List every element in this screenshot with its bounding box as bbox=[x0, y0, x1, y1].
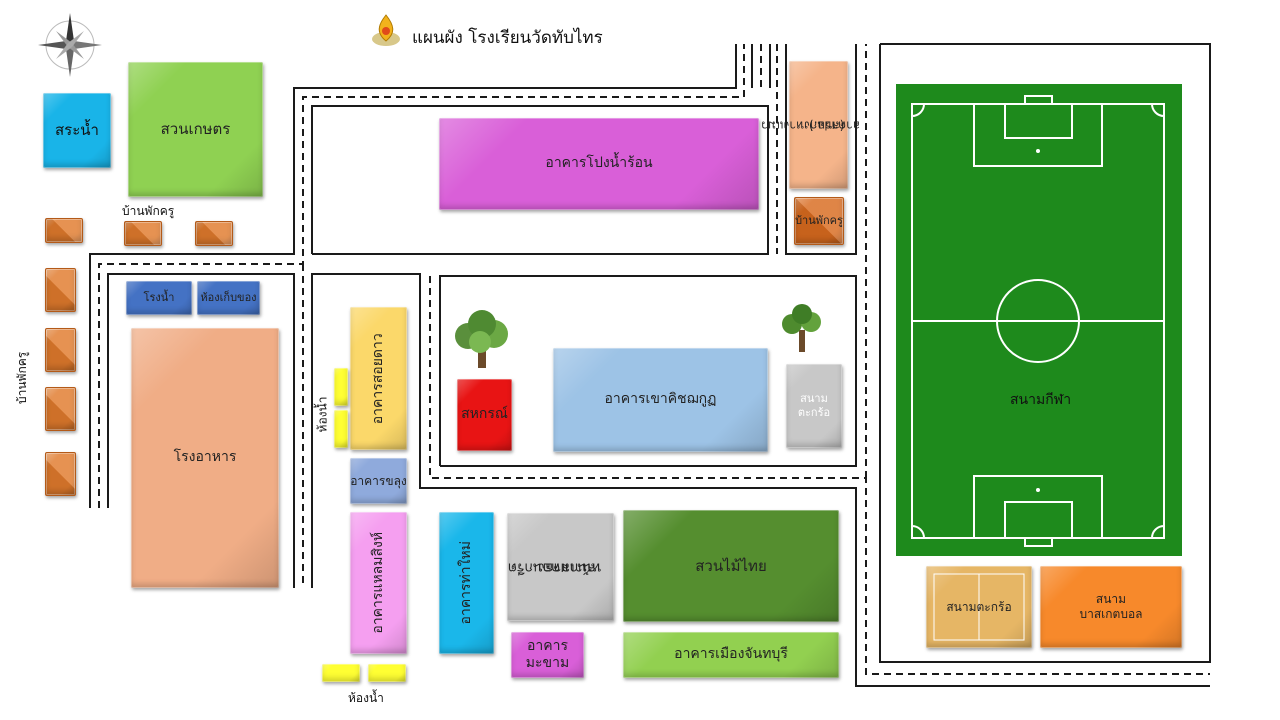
farm-garden-label: สวนเกษตร bbox=[160, 120, 231, 139]
teacher-house[interactable] bbox=[45, 328, 76, 372]
restroom-bottom[interactable] bbox=[368, 664, 406, 682]
pingpong-building-label: อาคารโปงน้ำร้อน bbox=[545, 155, 653, 172]
takraw-small-line1: สนาม bbox=[800, 392, 828, 406]
concrete-field-label: สนามคอนกรีตหน้าเสาธง bbox=[508, 523, 602, 611]
teacher-house[interactable] bbox=[195, 221, 233, 246]
thai-garden[interactable]: สวนไม้ไทย bbox=[623, 510, 839, 622]
pingpong-building[interactable]: อาคารโปงน้ำร้อน bbox=[439, 118, 759, 210]
khlung-building-label: อาคารขลุง bbox=[350, 473, 407, 488]
football-field bbox=[896, 84, 1182, 556]
makham-building[interactable]: อาคารมะขาม bbox=[511, 632, 584, 678]
restroom-mid[interactable] bbox=[334, 410, 348, 448]
chalerm-building[interactable]: อาคารเขาคิชฌกูฏ bbox=[553, 348, 768, 452]
laemsing-building[interactable]: อาคารแหลมสิงห์ bbox=[350, 512, 407, 654]
thai-garden-label: สวนไม้ไทย bbox=[695, 556, 767, 575]
restroom-bottom-label: ห้องน้ำ bbox=[348, 691, 384, 705]
concrete-field-line2: หน้าเสาธง bbox=[537, 559, 602, 576]
takraw-small-label: สนามตะกร้อ bbox=[798, 392, 830, 420]
coop-label: สหกรณ์ bbox=[461, 406, 508, 423]
takraw-small[interactable]: สนามตะกร้อ bbox=[786, 364, 842, 448]
chanthaburi-building-label: อาคารเมืองจันทบุรี bbox=[674, 646, 788, 663]
coop[interactable]: สหกรณ์ bbox=[457, 379, 512, 451]
takraw-court-label: สนามตะกร้อ bbox=[946, 599, 1012, 614]
school-emblem-icon bbox=[372, 14, 400, 46]
tree-icon bbox=[455, 310, 508, 368]
basketball-line2: บาสเกตบอล bbox=[1079, 607, 1143, 621]
farm-garden[interactable]: สวนเกษตร bbox=[128, 62, 263, 197]
basketball-line1: สนาม bbox=[1095, 592, 1127, 606]
thamai-building-label: อาคารท่าใหม่ bbox=[457, 541, 474, 625]
restroom-mid-text: ห้องน้ำ bbox=[315, 396, 330, 432]
chalerm-building-label: อาคารเขาคิชฌกูฏ bbox=[604, 391, 717, 408]
tree-icon bbox=[782, 304, 821, 352]
teacher-house[interactable] bbox=[45, 452, 76, 496]
teacher-house-left-label: บ้านพักครู bbox=[1, 330, 41, 404]
canteen[interactable]: โรงอาหาร bbox=[131, 328, 279, 588]
restroom-mid-label: ห้องน้ำ bbox=[306, 392, 340, 436]
takraw-court[interactable]: สนามตะกร้อ bbox=[926, 566, 1032, 648]
teacher-house[interactable] bbox=[45, 268, 76, 312]
basketball-court-label: สนามบาสเกตบอล bbox=[1079, 592, 1142, 622]
map-title: แผนผัง โรงเรียนวัดทับไทร bbox=[412, 28, 603, 48]
compass-rose-icon bbox=[38, 13, 102, 77]
teacher-house-right[interactable]: บ้านพักครู bbox=[794, 197, 844, 245]
teacher-house[interactable] bbox=[124, 221, 162, 246]
teacher-house[interactable] bbox=[45, 218, 83, 243]
khlung-building[interactable]: อาคารขลุง bbox=[350, 458, 407, 504]
water-plant-label: โรงน้ำ bbox=[143, 291, 175, 305]
restroom-bottom[interactable] bbox=[322, 664, 360, 682]
takraw-court-markings bbox=[933, 573, 1025, 641]
laemsing-building-label: อาคารแหลมสิงห์ bbox=[369, 532, 386, 634]
road-network bbox=[89, 43, 1211, 687]
water-plant[interactable]: โรงน้ำ bbox=[126, 281, 192, 315]
spo-line2: (สปอ.) bbox=[808, 118, 844, 133]
teacher-house-left-text: บ้านพักครู bbox=[15, 351, 29, 404]
restroom-mid[interactable] bbox=[334, 368, 348, 406]
makham-building-label: อาคารมะขาม bbox=[525, 637, 570, 672]
basketball-court[interactable]: สนามบาสเกตบอล bbox=[1040, 566, 1182, 648]
takraw-small-line2: ตะกร้อ bbox=[797, 406, 831, 419]
teacher-house[interactable] bbox=[45, 387, 76, 431]
teacher-house-top-label: บ้านพักครู bbox=[122, 204, 175, 218]
spo-building[interactable]: อาคารแก่งหางแมว(สปอ.) bbox=[761, 61, 860, 189]
soidao-building-label: อาคารสอยดาว bbox=[369, 333, 386, 424]
road-centerlines bbox=[98, 44, 1210, 675]
pond[interactable]: สระน้ำ bbox=[43, 93, 111, 168]
teacher-house-right-label: บ้านพักครู bbox=[795, 214, 843, 228]
spo-building-label: อาคารแก่งหางแมว(สปอ.) bbox=[761, 76, 860, 175]
storage-room[interactable]: ห้องเก็บของ bbox=[197, 281, 260, 315]
pond-label: สระน้ำ bbox=[55, 121, 99, 140]
chanthaburi-building[interactable]: อาคารเมืองจันทบุรี bbox=[623, 632, 839, 678]
sports-field-label: สนามกีฬา bbox=[1010, 392, 1072, 408]
concrete-field[interactable]: สนามคอนกรีตหน้าเสาธง bbox=[507, 513, 614, 621]
soidao-building[interactable]: อาคารสอยดาว bbox=[350, 307, 407, 450]
thamai-building[interactable]: อาคารท่าใหม่ bbox=[439, 512, 494, 654]
canteen-label: โรงอาหาร bbox=[173, 449, 237, 466]
storage-room-label: ห้องเก็บของ bbox=[200, 291, 257, 305]
